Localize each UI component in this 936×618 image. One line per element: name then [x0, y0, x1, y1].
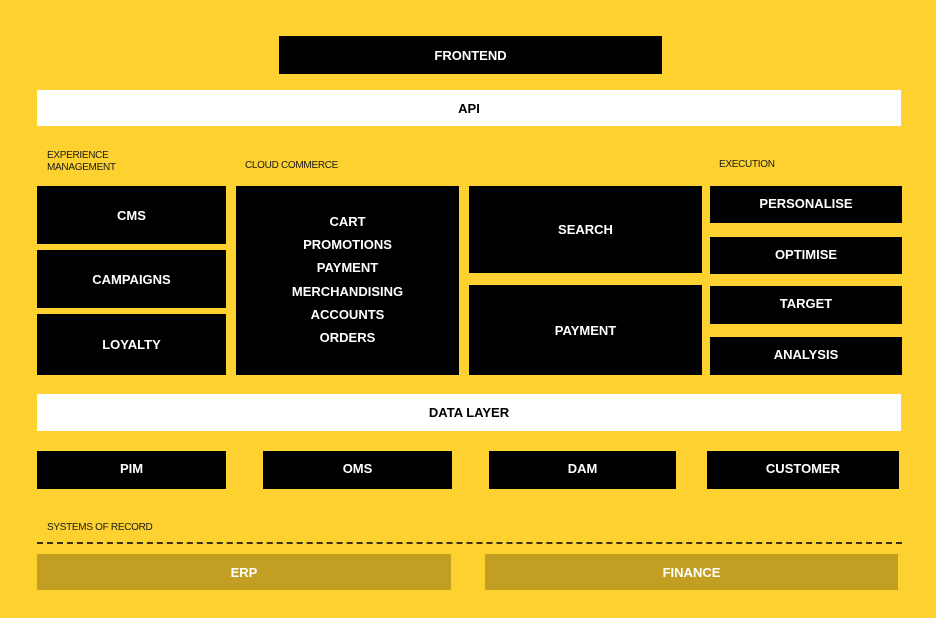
experience-item-cms: CMS [37, 186, 226, 244]
experience-management-line1: EXPERIENCE [47, 150, 109, 161]
frontend-block: FRONTEND [279, 36, 662, 74]
data-source-label: DAM [567, 461, 598, 476]
data-source-dam: DAM [489, 451, 676, 489]
experience-management-line2: MANAGEMENT [47, 162, 116, 173]
cloud-commerce-block: CART PROMOTIONS PAYMENT MERCHANDISING AC… [236, 186, 459, 375]
data-source-oms: OMS [263, 451, 452, 489]
experience-item-label: CMS [117, 208, 146, 223]
record-erp: ERP [37, 554, 451, 590]
experience-item-label: LOYALTY [102, 337, 161, 352]
data-source-pim: PIM [37, 451, 226, 489]
service-label: PAYMENT [554, 322, 617, 338]
section-label-execution: EXECUTION [719, 159, 775, 170]
execution-item-label: ANALYSIS [773, 347, 839, 362]
service-search: SEARCH [469, 186, 702, 273]
experience-item-campaigns: CAMPAIGNS [37, 250, 226, 308]
record-finance: FINANCE [485, 554, 898, 590]
data-layer: DATA LAYER [37, 394, 901, 431]
execution-item-label: TARGET [779, 296, 833, 311]
data-source-label: PIM [119, 461, 144, 476]
section-label-systems-of-record: SYSTEMS OF RECORD [47, 522, 153, 533]
cloud-commerce-list: CART PROMOTIONS PAYMENT MERCHANDISING AC… [292, 210, 403, 349]
execution-item-analysis: ANALYSIS [710, 337, 902, 375]
data-source-customer: CUSTOMER [707, 451, 899, 489]
execution-item-personalise: PERSONALISE [710, 186, 902, 223]
cloud-commerce-item: PROMOTIONS [303, 237, 392, 253]
execution-item-target: TARGET [710, 286, 902, 324]
data-layer-label: DATA LAYER [428, 405, 510, 420]
api-label: API [458, 100, 480, 116]
record-label: FINANCE [662, 564, 721, 580]
frontend-label: FRONTEND [434, 47, 507, 63]
execution-item-label: PERSONALISE [759, 196, 853, 211]
record-label: ERP [230, 564, 258, 580]
data-source-label: CUSTOMER [765, 461, 841, 476]
experience-item-label: CAMPAIGNS [92, 271, 171, 287]
data-source-label: OMS [342, 461, 373, 476]
execution-item-label: OPTIMISE [774, 247, 838, 262]
api-layer: API [37, 90, 901, 126]
cloud-commerce-item: ORDERS [319, 330, 376, 346]
systems-of-record-divider [37, 542, 902, 544]
section-label-experience-management: EXPERIENCE MANAGEMENT [47, 150, 116, 174]
cloud-commerce-item: ACCOUNTS [310, 306, 385, 322]
cloud-commerce-item: MERCHANDISING [291, 283, 404, 299]
service-payment: PAYMENT [469, 285, 702, 375]
cloud-commerce-item: CART [329, 214, 366, 229]
execution-item-optimise: OPTIMISE [710, 237, 902, 274]
section-label-cloud-commerce: CLOUD COMMERCE [245, 160, 339, 171]
experience-item-loyalty: LOYALTY [37, 314, 226, 375]
service-label: SEARCH [558, 222, 613, 237]
cloud-commerce-item: PAYMENT [316, 260, 379, 276]
